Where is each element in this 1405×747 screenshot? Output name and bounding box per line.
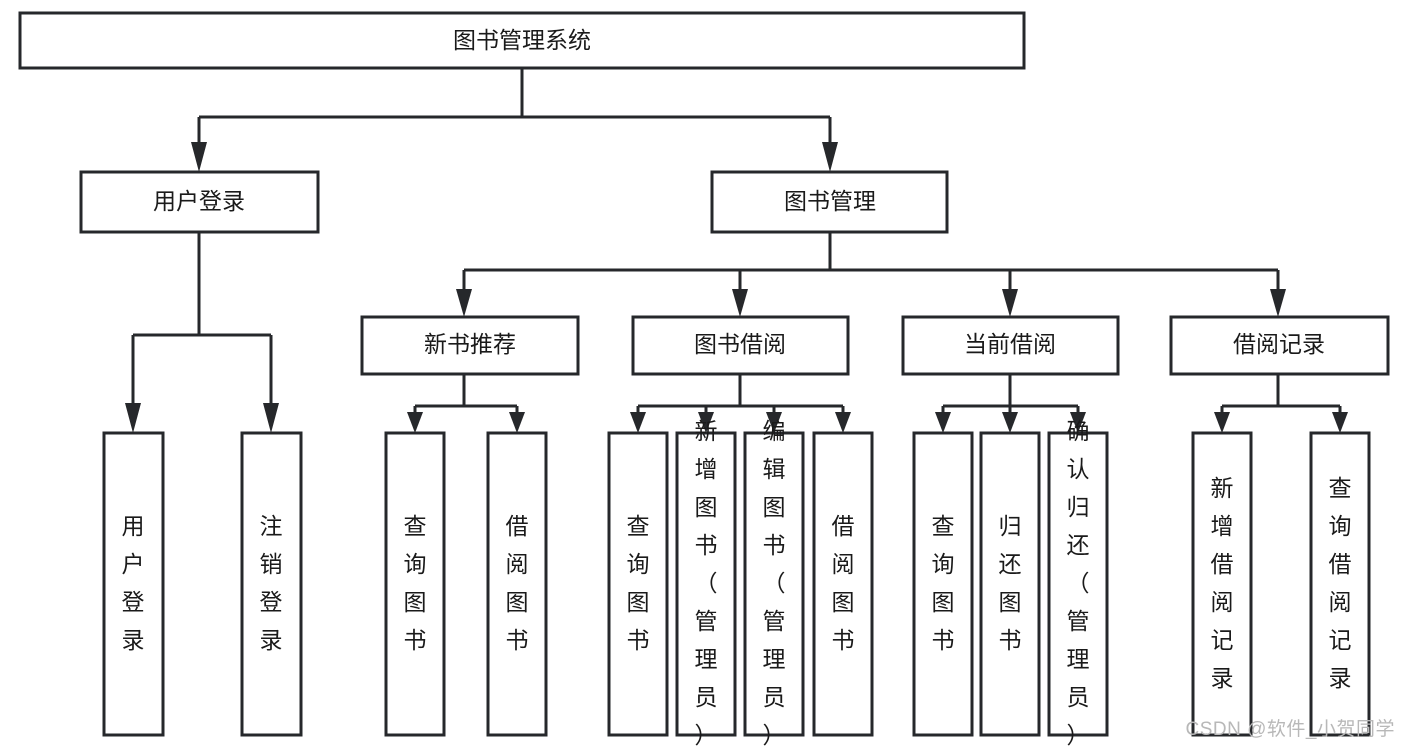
node-current-borrow-label: 当前借阅 — [964, 331, 1056, 357]
node-leaf-borrow-book-2[interactable]: 借阅图书 — [812, 431, 874, 737]
arrow-bookborrow-to-leaf2 — [698, 412, 714, 433]
node-leaf-logout[interactable]: 注销登录 — [240, 431, 303, 737]
node-leaf-add-book[interactable]: 新增图书（管理员） — [675, 418, 737, 747]
arrow-newbook-to-leaf2 — [509, 412, 525, 433]
node-book-borrow[interactable]: 图书借阅 — [631, 315, 850, 376]
node-leaf-user-login-label: 用户登录 — [122, 513, 145, 653]
node-leaf-query-record-box[interactable] — [1309, 431, 1371, 737]
node-leaf-borrow-book-2-box[interactable] — [812, 431, 874, 737]
node-user-login-label: 用户登录 — [153, 188, 245, 214]
node-user-login[interactable]: 用户登录 — [79, 170, 320, 234]
node-leaf-query-record-label: 查询借阅记录 — [1329, 475, 1352, 691]
node-leaf-user-login[interactable]: 用户登录 — [102, 431, 165, 737]
node-borrow-record-label: 借阅记录 — [1233, 331, 1325, 357]
node-borrow-record[interactable]: 借阅记录 — [1169, 315, 1390, 376]
arrow-userlogin-to-leaf1 — [125, 403, 141, 433]
arrow-root-to-user-login — [191, 142, 207, 172]
arrow-bookborrow-to-leaf3 — [766, 412, 782, 433]
node-book-manage-box[interactable] — [710, 170, 949, 234]
node-new-book-rec[interactable]: 新书推荐 — [360, 315, 580, 376]
arrow-bookborrow-to-leaf1 — [630, 412, 646, 433]
node-current-borrow-box[interactable] — [901, 315, 1120, 376]
node-leaf-borrow-book-1[interactable]: 借阅图书 — [486, 431, 548, 737]
node-leaf-borrow-book-1-box[interactable] — [486, 431, 548, 737]
arrow-currentborrow-to-leaf3 — [1070, 412, 1086, 433]
arrow-currentborrow-to-leaf1 — [935, 412, 951, 433]
node-leaf-borrow-book-1-label: 借阅图书 — [506, 513, 529, 653]
arrow-bookmanage-to-currentborrow — [1002, 289, 1018, 317]
node-leaf-edit-book[interactable]: 编辑图书（管理员） — [743, 418, 805, 747]
node-leaf-query-book-1-label: 查询图书 — [404, 513, 427, 653]
node-leaf-query-record[interactable]: 查询借阅记录 — [1309, 431, 1371, 737]
node-root-box[interactable] — [18, 11, 1026, 70]
node-book-borrow-label: 图书借阅 — [694, 331, 786, 357]
node-book-manage[interactable]: 图书管理 — [710, 170, 949, 234]
node-user-login-box[interactable] — [79, 170, 320, 234]
node-new-book-rec-box[interactable] — [360, 315, 580, 376]
node-leaf-add-record[interactable]: 新增借阅记录 — [1191, 431, 1253, 737]
node-root-label: 图书管理系统 — [453, 27, 591, 53]
node-leaf-logout-label: 注销登录 — [260, 513, 283, 653]
node-leaf-query-book-1-box[interactable] — [384, 431, 446, 737]
node-leaf-query-book-2[interactable]: 查询图书 — [607, 431, 669, 737]
arrow-borrowrecord-to-leaf1 — [1214, 412, 1230, 433]
node-leaf-add-record-label: 新增借阅记录 — [1211, 475, 1234, 691]
arrow-bookmanage-to-newbook — [456, 289, 472, 317]
node-leaf-edit-book-label: 编辑图书（管理员） — [763, 418, 786, 747]
arrow-currentborrow-to-leaf2 — [1002, 412, 1018, 433]
node-root[interactable]: 图书管理系统 — [18, 11, 1026, 70]
arrow-bookmanage-to-bookborrow — [732, 289, 748, 317]
node-leaf-return-book-box[interactable] — [979, 431, 1041, 737]
node-leaf-return-book-label: 归还图书 — [999, 513, 1022, 653]
arrow-bookmanage-to-borrowrecord — [1270, 289, 1286, 317]
arrow-newbook-to-leaf1 — [407, 412, 423, 433]
node-leaf-confirm-return-box[interactable] — [1047, 431, 1109, 737]
node-new-book-rec-label: 新书推荐 — [424, 331, 516, 357]
node-leaf-confirm-return-label: 确认归还（管理员） — [1067, 418, 1090, 747]
node-book-borrow-box[interactable] — [631, 315, 850, 376]
node-leaf-add-book-box[interactable] — [675, 431, 737, 737]
node-leaf-add-book-label: 新增图书（管理员） — [695, 418, 718, 747]
node-leaf-query-book-2-box[interactable] — [607, 431, 669, 737]
node-leaf-borrow-book-2-label: 借阅图书 — [832, 513, 855, 653]
node-leaf-return-book[interactable]: 归还图书 — [979, 431, 1041, 737]
node-leaf-query-book-1[interactable]: 查询图书 — [384, 431, 446, 737]
node-leaf-confirm-return[interactable]: 确认归还（管理员） — [1047, 418, 1109, 747]
node-leaf-query-book-3-label: 查询图书 — [932, 513, 955, 653]
node-leaf-user-login-box[interactable] — [102, 431, 165, 737]
arrow-userlogin-to-leaf2 — [263, 403, 279, 433]
node-leaf-query-book-3-box[interactable] — [912, 431, 974, 737]
node-leaf-query-book-2-label: 查询图书 — [627, 513, 650, 653]
connector-layer — [125, 68, 1348, 433]
arrow-borrowrecord-to-leaf2 — [1332, 412, 1348, 433]
node-leaf-logout-box[interactable] — [240, 431, 303, 737]
node-leaf-edit-book-box[interactable] — [743, 431, 805, 737]
arrow-bookborrow-to-leaf4 — [835, 412, 851, 433]
node-leaf-query-book-3[interactable]: 查询图书 — [912, 431, 974, 737]
node-borrow-record-box[interactable] — [1169, 315, 1390, 376]
node-book-manage-label: 图书管理 — [784, 188, 876, 214]
node-current-borrow[interactable]: 当前借阅 — [901, 315, 1120, 376]
node-leaf-add-record-box[interactable] — [1191, 431, 1253, 737]
arrow-root-to-book-manage — [822, 142, 838, 172]
